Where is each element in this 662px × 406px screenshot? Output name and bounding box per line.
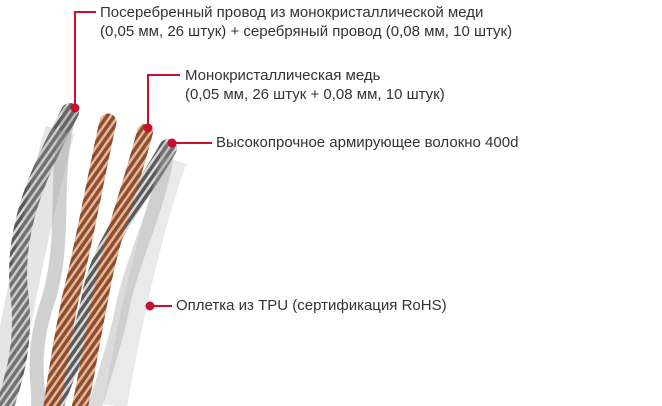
copper-strands xyxy=(43,113,153,406)
label-line: (0,05 мм, 26 штук) + серебряный провод (… xyxy=(100,23,513,40)
silver-strand-outer xyxy=(0,103,177,406)
label-copper-wire: Монокристаллическая медь (0,05 мм, 26 шт… xyxy=(185,66,445,104)
label-tpu-sheath: Оплетка из TPU (сертификация RoHS) xyxy=(176,296,447,315)
label-line: Высокопрочное армирующее волокно 400d xyxy=(216,134,519,151)
leader-lines xyxy=(70,11,212,311)
label-line: Оплетка из TPU (сертификация RoHS) xyxy=(176,297,447,314)
tpu-sheath xyxy=(0,125,187,406)
label-reinforcing-fiber: Высокопрочное армирующее волокно 400d xyxy=(216,133,518,152)
label-line: Посеребренный провод из монокристалличес… xyxy=(100,4,484,21)
label-line: Монокристаллическая медь xyxy=(185,67,381,84)
label-silver-plated-wire: Посеребренный провод из монокристалличес… xyxy=(100,3,512,41)
label-line: (0,05 мм, 26 штук + 0,08 мм, 10 штук) xyxy=(185,86,445,103)
